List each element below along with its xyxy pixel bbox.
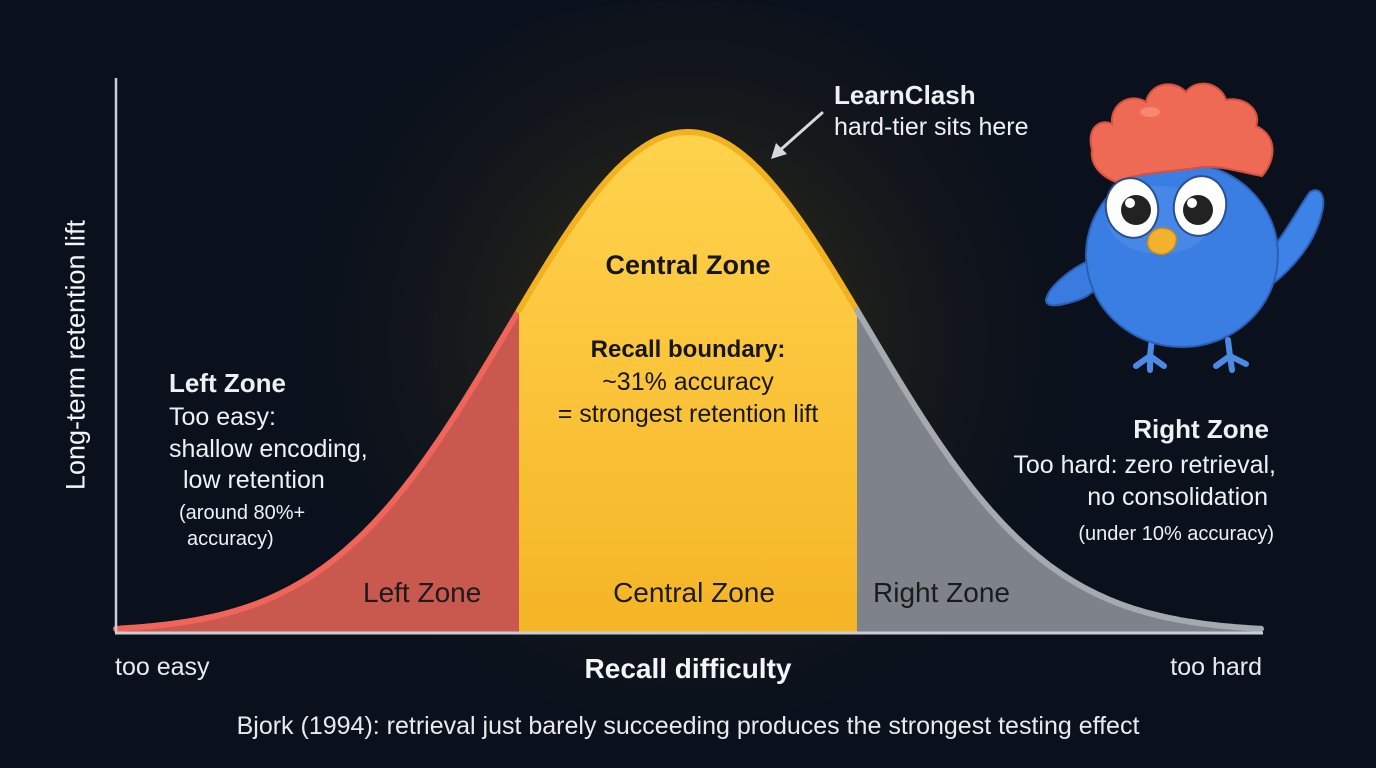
- left-zone-area-edge: [113, 308, 521, 632]
- callout-title: LearnClash: [834, 80, 976, 110]
- x-axis-left-label: too easy: [115, 653, 210, 681]
- central-zone-area: [519, 132, 857, 632]
- recall-boundary-line1: ~31% accuracy: [602, 368, 774, 396]
- right-zone-line2: no consolidation: [1087, 483, 1268, 511]
- left-zone-note1: (around 80%+: [179, 502, 306, 524]
- left-zone-line1: Too easy:: [169, 403, 277, 431]
- bird-mascot-icon: [1044, 82, 1325, 373]
- y-axis-label: Long-term retention lift: [60, 219, 91, 491]
- recall-boundary-line2: = strongest retention lift: [557, 400, 819, 428]
- left-zone-note2: accuracy): [187, 528, 274, 550]
- arrow-icon: [771, 111, 824, 159]
- left-zone-title: Left Zone: [169, 368, 286, 398]
- zone-label-right: Right Zone: [873, 577, 1010, 608]
- zone-label-left: Left Zone: [363, 577, 482, 608]
- callout-subtitle: hard-tier sits here: [834, 113, 1029, 141]
- right-zone-note: (under 10% accuracy): [1078, 523, 1274, 545]
- zone-label-central: Central Zone: [613, 577, 775, 608]
- right-zone-title: Right Zone: [1133, 414, 1269, 444]
- right-zone-area-edge: [854, 307, 1264, 632]
- central-zone-area-edge: [516, 129, 860, 314]
- x-axis-right-label: too hard: [1170, 653, 1262, 681]
- left-zone-line2: shallow encoding,: [169, 435, 368, 463]
- right-zone-line1: Too hard: zero retrieval,: [1013, 451, 1276, 479]
- citation-caption: Bjork (1994): retrieval just barely succ…: [236, 712, 1140, 740]
- central-zone-title: Central Zone: [605, 250, 771, 280]
- x-axis-label: Recall difficulty: [584, 653, 792, 684]
- right-zone-area: [857, 310, 1262, 632]
- recall-boundary-title: Recall boundary:: [590, 336, 786, 363]
- left-zone-line3: low retention: [183, 466, 325, 494]
- left-zone-area: [116, 310, 519, 632]
